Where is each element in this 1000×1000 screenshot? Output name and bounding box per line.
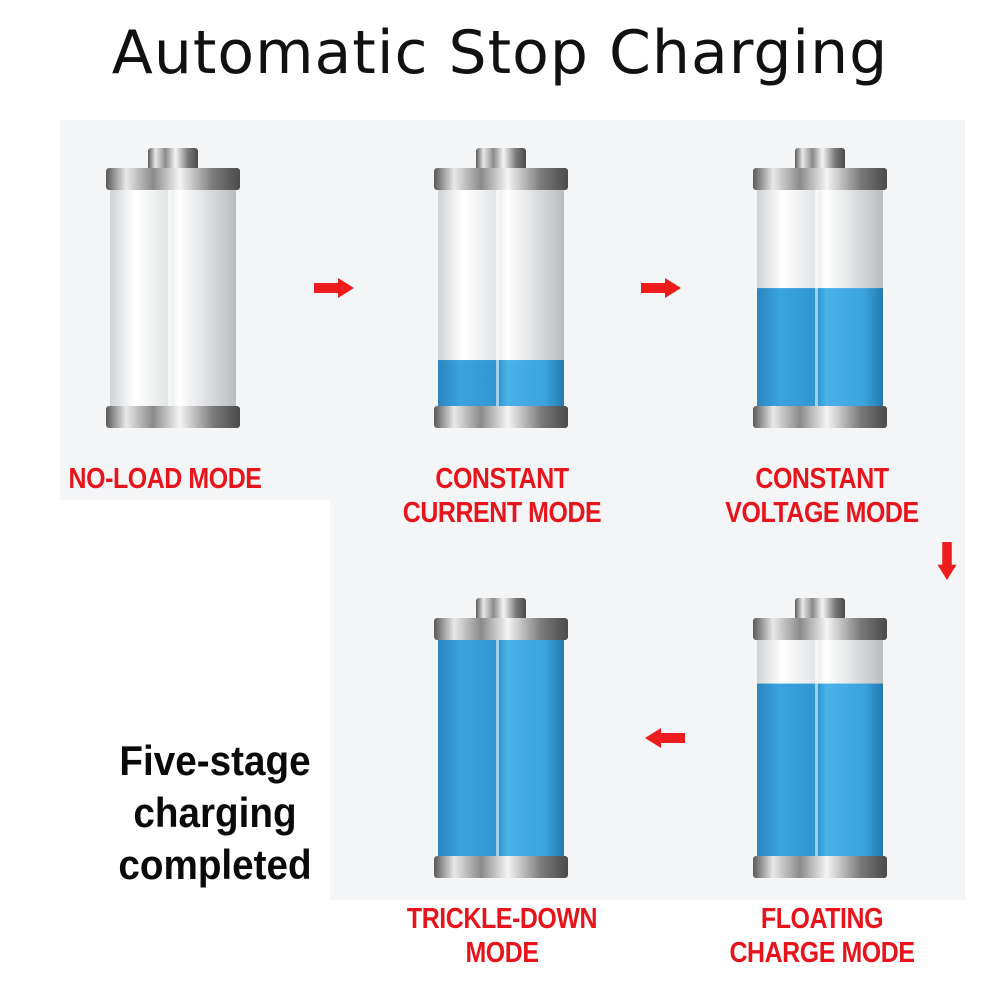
battery-bottom-band: [753, 856, 887, 878]
battery-terminal: [795, 148, 845, 170]
battery-highlight: [496, 190, 499, 408]
battery-charge-level: [438, 640, 564, 858]
stage-label-no-load: NO-LOAD MODE: [68, 463, 262, 495]
arrow-left: [645, 728, 685, 748]
battery-no-load: [106, 148, 240, 428]
battery-terminal: [148, 148, 198, 170]
arrow-right-1: [314, 278, 354, 298]
battery-highlight: [815, 640, 818, 858]
battery-terminal: [476, 598, 526, 620]
battery-top-band: [434, 618, 568, 640]
battery-floating-charge: [753, 598, 887, 878]
battery-terminal: [795, 598, 845, 620]
battery-bottom-band: [434, 856, 568, 878]
battery-bottom-band: [434, 406, 568, 428]
battery-highlight: [496, 640, 499, 858]
stage-label-trickle-down: TRICKLE-DOWN MODE: [406, 903, 598, 969]
arrow-down: [937, 542, 957, 580]
battery-bottom-band: [106, 406, 240, 428]
battery-highlight: [168, 190, 171, 408]
stage-label-floating-charge: FLOATING CHARGE MODE: [729, 903, 915, 969]
battery-terminal: [476, 148, 526, 170]
arrow-right-2: [641, 278, 681, 298]
battery-trickle-down: [434, 598, 568, 878]
page-title: Automatic Stop Charging: [111, 18, 889, 88]
stage-label-constant-voltage: CONSTANT VOLTAGE MODE: [725, 463, 919, 529]
battery-top-band: [106, 168, 240, 190]
battery-charge-level: [438, 360, 564, 408]
battery-top-band: [753, 168, 887, 190]
battery-constant-current: [434, 148, 568, 428]
battery-top-band: [753, 618, 887, 640]
battery-charge-level: [757, 683, 883, 858]
battery-bottom-band: [753, 406, 887, 428]
completion-note: Five-stage charging completed: [118, 737, 312, 888]
stage-label-constant-current: CONSTANT CURRENT MODE: [402, 463, 602, 529]
battery-top-band: [434, 168, 568, 190]
battery-constant-voltage: [753, 148, 887, 428]
battery-body: [110, 190, 236, 408]
battery-charge-level: [757, 288, 883, 408]
battery-highlight: [815, 190, 818, 408]
